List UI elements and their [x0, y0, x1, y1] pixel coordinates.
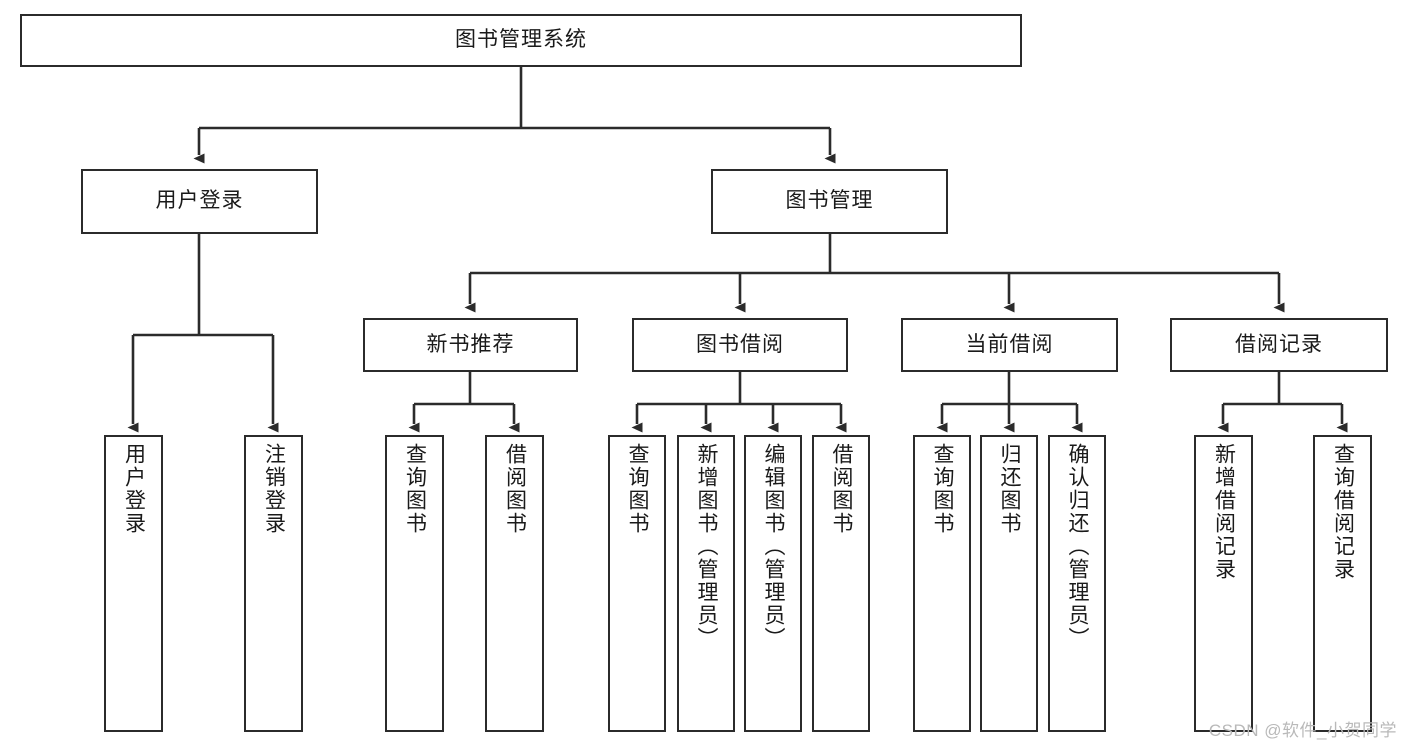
node-leaf-add-borrow-record-label: 新增借阅记录 [1212, 443, 1236, 581]
node-leaf-logout-login-label: 注销登录 [262, 443, 286, 535]
node-leaf-confirm-return-admin[interactable]: 确认归还（管理员） [1048, 435, 1106, 732]
node-leaf-query-book-1[interactable]: 查询图书 [385, 435, 444, 732]
node-leaf-query-book-2-label: 查询图书 [626, 443, 650, 535]
node-leaf-query-borrow-record[interactable]: 查询借阅记录 [1313, 435, 1372, 732]
node-leaf-return-book-label: 归还图书 [998, 443, 1022, 535]
node-user-login[interactable]: 用户登录 [81, 169, 318, 234]
node-leaf-borrow-book-1-label: 借阅图书 [503, 443, 527, 535]
node-borrow-record[interactable]: 借阅记录 [1170, 318, 1388, 372]
node-leaf-add-book-admin-label: 新增图书（管理员） [695, 443, 719, 650]
node-current-borrow[interactable]: 当前借阅 [901, 318, 1118, 372]
node-current-borrow-label: 当前借阅 [965, 332, 1054, 356]
node-leaf-query-book-1-label: 查询图书 [403, 443, 427, 535]
node-leaf-query-book-3[interactable]: 查询图书 [913, 435, 971, 732]
node-leaf-query-book-2[interactable]: 查询图书 [608, 435, 666, 732]
node-new-book-recommend-label: 新书推荐 [426, 332, 515, 356]
node-leaf-add-borrow-record[interactable]: 新增借阅记录 [1194, 435, 1253, 732]
node-book-borrow[interactable]: 图书借阅 [632, 318, 848, 372]
node-leaf-query-borrow-record-label: 查询借阅记录 [1331, 443, 1355, 581]
node-borrow-record-label: 借阅记录 [1235, 332, 1323, 356]
node-leaf-edit-book-admin[interactable]: 编辑图书（管理员） [744, 435, 802, 732]
node-leaf-borrow-book-2[interactable]: 借阅图书 [812, 435, 870, 732]
node-book-management[interactable]: 图书管理 [711, 169, 948, 234]
node-book-borrow-label: 图书借阅 [696, 332, 784, 356]
node-leaf-user-login-label: 用户登录 [122, 443, 146, 535]
node-leaf-borrow-book-2-label: 借阅图书 [830, 443, 854, 535]
node-leaf-borrow-book-1[interactable]: 借阅图书 [485, 435, 544, 732]
node-root[interactable]: 图书管理系统 [20, 14, 1022, 67]
node-leaf-return-book[interactable]: 归还图书 [980, 435, 1038, 732]
node-leaf-query-book-3-label: 查询图书 [931, 443, 955, 535]
node-leaf-edit-book-admin-label: 编辑图书（管理员） [762, 443, 786, 650]
node-new-book-recommend[interactable]: 新书推荐 [363, 318, 578, 372]
node-leaf-user-login[interactable]: 用户登录 [104, 435, 163, 732]
node-leaf-logout-login[interactable]: 注销登录 [244, 435, 303, 732]
node-user-login-label: 用户登录 [155, 189, 244, 213]
node-root-label: 图书管理系统 [455, 28, 587, 52]
node-book-management-label: 图书管理 [785, 189, 874, 213]
watermark: CSDN @软件_小贺同学 [1208, 721, 1397, 740]
node-leaf-confirm-return-admin-label: 确认归还（管理员） [1066, 443, 1090, 650]
node-leaf-add-book-admin[interactable]: 新增图书（管理员） [677, 435, 735, 732]
